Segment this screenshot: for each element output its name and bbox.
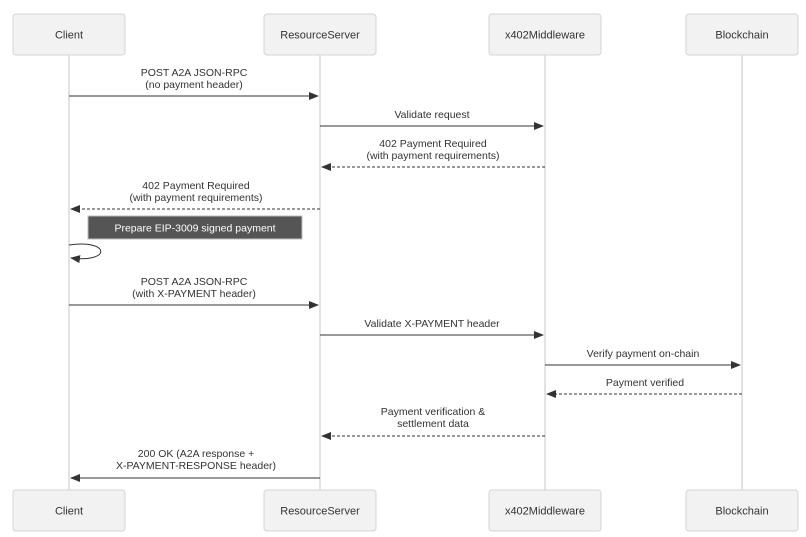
message-label: POST A2A JSON-RPC <box>141 67 248 79</box>
participant-label: ResourceServer <box>280 30 360 42</box>
message-settlement-data: Payment verification & settlement data <box>321 406 545 440</box>
message-verify-on-chain: Verify payment on-chain <box>545 348 741 369</box>
message-validate-request: Validate request <box>320 109 544 130</box>
participant-label: x402Middleware <box>505 30 585 42</box>
participant-label: Blockchain <box>715 30 768 42</box>
participant-client-top: Client <box>12 13 126 56</box>
message-label: settlement data <box>397 418 469 430</box>
message-payment-verified: Payment verified <box>546 377 742 398</box>
message-label: Payment verified <box>606 377 684 389</box>
participant-blockchain-top: Blockchain <box>685 13 799 56</box>
participant-x402middleware-bottom: x402Middleware <box>488 489 602 532</box>
message-200-ok: 200 OK (A2A response + X-PAYMENT-RESPONS… <box>70 448 320 482</box>
participant-label: Client <box>55 30 83 42</box>
message-post-no-payment: POST A2A JSON-RPC (no payment header) <box>69 67 319 100</box>
note-text: Prepare EIP-3009 signed payment <box>114 223 275 235</box>
participant-x402middleware-top: x402Middleware <box>488 13 602 56</box>
message-label: (with X-PAYMENT header) <box>132 288 256 300</box>
message-label: (no payment header) <box>145 79 242 91</box>
participant-resourceserver-bottom: ResourceServer <box>263 489 377 532</box>
message-402-to-client: 402 Payment Required (with payment requi… <box>70 180 320 213</box>
message-label: POST A2A JSON-RPC <box>141 276 248 288</box>
message-post-with-payment: POST A2A JSON-RPC (with X-PAYMENT header… <box>69 276 319 309</box>
self-arrow <box>68 243 102 264</box>
self-message-client <box>68 243 102 264</box>
participant-label: x402Middleware <box>505 506 585 518</box>
message-label: 402 Payment Required <box>379 138 487 150</box>
message-label: Validate request <box>394 109 469 121</box>
message-validate-x-payment: Validate X-PAYMENT header <box>320 318 544 339</box>
message-402-to-server: 402 Payment Required (with payment requi… <box>321 138 545 171</box>
participant-label: Client <box>55 506 83 518</box>
lifelines <box>68 55 743 490</box>
message-label: 402 Payment Required <box>142 180 250 192</box>
message-label: Validate X-PAYMENT header <box>364 318 500 330</box>
message-label: (with payment requirements) <box>366 150 499 162</box>
message-label: 200 OK (A2A response + <box>138 448 254 460</box>
participant-label: Blockchain <box>715 506 768 518</box>
message-label: X-PAYMENT-RESPONSE header) <box>116 460 276 472</box>
participant-client-bottom: Client <box>12 489 126 532</box>
participant-label: ResourceServer <box>280 506 360 518</box>
message-label: (with payment requirements) <box>129 192 262 204</box>
message-label: Payment verification & <box>381 406 485 418</box>
message-label: Verify payment on-chain <box>587 348 700 360</box>
participant-resourceserver-top: ResourceServer <box>263 13 377 56</box>
note-prepare-payment: Prepare EIP-3009 signed payment <box>87 215 303 240</box>
participant-blockchain-bottom: Blockchain <box>685 489 799 532</box>
